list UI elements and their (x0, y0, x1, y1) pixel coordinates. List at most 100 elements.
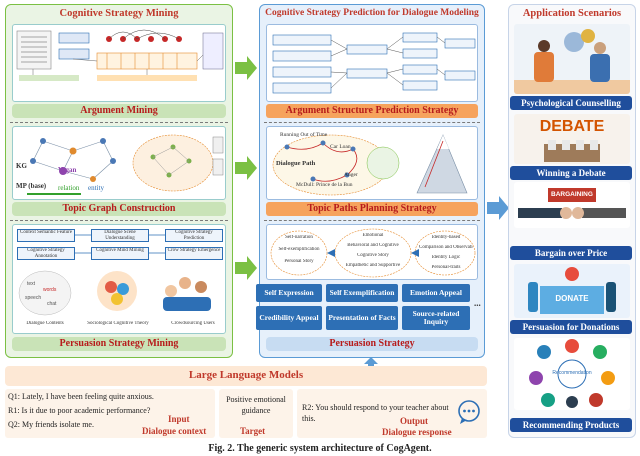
argument-mining-band: Argument Mining (12, 104, 226, 118)
path-node-2: Car Loan (330, 144, 351, 150)
app-label-bargain: Bargain over Price (510, 246, 632, 260)
persuasion-strategy-band: Persuasion Strategy (266, 337, 478, 351)
entity-label: entity (88, 184, 104, 192)
recommend-word: Recommendation (552, 370, 592, 376)
mind-node-3: Personal Story (284, 259, 314, 264)
prediction-divider-2 (264, 220, 480, 221)
topic-paths-band: Topic Paths Planning Strategy (266, 202, 478, 216)
app-label-counselling: Psychological Counselling (510, 96, 632, 110)
sociological-theory-label: Sociological Cognitive Theory (87, 321, 149, 326)
mind-node-6: Cognitive Story (357, 253, 389, 258)
prediction-to-application-arrow (487, 196, 509, 220)
app-label-recommend: Recommending Products (510, 418, 632, 432)
input-line-2: R1: Is it due to poor academic performan… (8, 406, 151, 415)
mining-divider-2 (10, 220, 228, 221)
llm-up-arrow (364, 357, 378, 367)
strategy-presentation-of-facts: Presentation of Facts (326, 306, 398, 330)
llm-bar (5, 366, 487, 386)
app-label-donations: Persuasion for Donations (510, 320, 632, 334)
mind-node-10: Identity Logic (431, 255, 461, 260)
target-text: Positive emotional guidance (226, 395, 286, 415)
mind-node-2: Self-exemplification (278, 247, 320, 252)
strategy-self-exemplification: Self Exemplification (326, 284, 398, 302)
topic-paths-figure (266, 126, 478, 200)
strategy-self-expression: Self Expression (256, 284, 322, 302)
mind-node-1: Self-narration (285, 235, 313, 240)
counselling-image (514, 24, 630, 94)
counselling-illustration (514, 29, 630, 94)
dialogue-path-label: Dialogue Path (276, 160, 316, 167)
input-line-3: Q2: My friends isolate me. (8, 420, 94, 429)
persuasion-mining-band: Persuasion Strategy Mining (12, 337, 226, 351)
mind-node-4: Emotional (362, 233, 384, 238)
output-text: R2: You should respond to your teacher a… (302, 403, 449, 423)
figure-caption: Fig. 2. The generic system architecture … (208, 443, 432, 454)
debate-image: DEBATE (514, 114, 630, 164)
prediction-panel-title: Cognitive Strategy Prediction for Dialog… (265, 8, 479, 18)
svg-text:chat: chat (47, 301, 57, 307)
mp-label: MP (base) (16, 182, 47, 190)
input-sublabel: Dialogue context (142, 426, 207, 436)
recommend-image: Recommendation (514, 338, 630, 410)
recommend-illustration (529, 339, 615, 408)
flow-row1-3: Cognitive Strategy Prediction (165, 229, 223, 242)
argument-structure-figure (266, 24, 478, 102)
mining-panel-title: Cognitive Strategy Mining (59, 8, 179, 19)
knowledge-graph-illustration (27, 134, 224, 195)
persuasion-strategy-figure: Self-narration Self-exemplification Pers… (266, 224, 478, 280)
persuasion-mining-figure: Context Semantic Feature Dialogue Scene … (12, 224, 226, 334)
llm-title: Large Language Models (188, 369, 304, 381)
app-label-debate: Winning a Debate (510, 166, 632, 180)
llm-input-box (5, 389, 215, 438)
target-label: Target (240, 426, 266, 436)
path-node-1: Running Out of Time (280, 132, 328, 138)
flow-row1-1: Context Semantic Feature (17, 229, 75, 242)
bargain-image: BARGAINING (514, 182, 630, 228)
llm-target-box (219, 389, 293, 438)
kg-label: KG (16, 162, 27, 170)
mind-map-illustration (270, 228, 476, 278)
topic-graph-figure (12, 126, 226, 200)
bargain-illustration (518, 207, 626, 219)
dialogue-contents-label: Dialogue Contents (26, 321, 64, 326)
debate-illustration (544, 140, 600, 162)
svg-text:speech: speech (25, 295, 41, 301)
strategy-ellipsis: ... (474, 298, 481, 308)
llm-output-box (297, 389, 487, 438)
topic-paths-illustration (272, 134, 468, 196)
donations-image: DONATE (514, 264, 630, 318)
relation-label: relation (58, 184, 80, 192)
output-sublabel: Dialogue response (382, 427, 452, 437)
output-label: Output (400, 416, 429, 426)
vegan-label: Vegan (58, 166, 77, 174)
prediction-divider-1 (264, 122, 480, 123)
chat-bubble-icon (458, 400, 480, 424)
topic-graph-band: Topic Graph Construction (12, 202, 226, 216)
mind-node-9: Comparison and Observation (419, 245, 473, 250)
donate-word: DONATE (555, 294, 589, 303)
strategy-credibility-appeal: Credibility Appeal (256, 306, 322, 330)
mind-node-5: Behavioral and Cognitive (347, 243, 399, 248)
mining-divider-1 (10, 122, 228, 123)
argument-structure-band: Argument Structure Prediction Strategy (266, 104, 478, 118)
flow-row2-2: Cognitive Mind Mining (91, 247, 149, 260)
mind-node-7: Empathetic and Supportive (345, 263, 401, 268)
svg-text:text: text (27, 281, 36, 287)
argument-mining-figure (12, 24, 226, 102)
bargain-word: BARGAINING (548, 188, 596, 202)
svg-text:words: words (43, 287, 57, 293)
donations-illustration (528, 267, 616, 314)
path-node-4: McDull: Prince de la Bun (296, 182, 353, 188)
argument-structure-illustration (272, 32, 476, 94)
persuasion-mining-illustration: text words speech chat (18, 234, 211, 316)
path-node-3: Anger (344, 172, 358, 178)
mining-to-prediction-arrows (235, 56, 257, 280)
strategy-emotion-appeal: Emotion Appeal (402, 284, 470, 302)
debate-word: DEBATE (539, 118, 605, 135)
flow-row2-3: Crow Strategy Emergence (165, 247, 223, 260)
strategy-source-related-inquiry: Source-related Inquiry (402, 306, 470, 330)
applications-panel-title: Application Scenarios (522, 8, 622, 19)
flow-row1-2: Dialogue Scene Understanding (91, 229, 149, 242)
flow-row2-1: Cognitive Strategy Annotation (17, 247, 75, 260)
input-label: Input (168, 414, 190, 424)
